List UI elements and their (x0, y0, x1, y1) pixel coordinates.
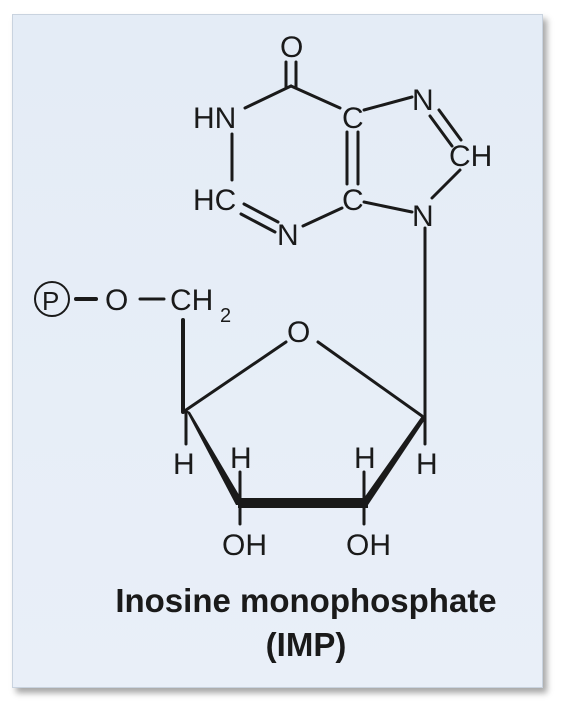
atom-ch8: CH (449, 140, 492, 173)
atom-hn: HN (193, 102, 236, 135)
atom-phosphate: P (42, 286, 59, 316)
c8-n9-bond (430, 168, 462, 200)
atom-c5: C (342, 102, 364, 135)
ribose-ring (184, 340, 427, 526)
c6-c5-bond (289, 84, 342, 110)
c2-n3-bond-2 (239, 212, 277, 234)
c1prime-c2prime-wedge (359, 416, 426, 505)
atom-labels: O HN C N CH HC N C N P O CH 2 O H H H H … (42, 31, 492, 562)
atom-n3: N (277, 219, 299, 252)
atom-o-ring: O (287, 316, 310, 349)
c4prime-o-bond (184, 340, 288, 412)
atom-ch2: CH (170, 284, 213, 317)
c5-n7-bond (362, 95, 414, 112)
atom-oh-c2prime: OH (346, 529, 391, 562)
n7-c8-bond-2 (437, 108, 463, 142)
atom-oh-c3prime: OH (222, 529, 267, 562)
phosphate-circle (34, 281, 70, 317)
atom-hc2: HC (193, 184, 236, 217)
caption-title: Inosine monophosphate (115, 582, 496, 619)
c4prime-c3prime-wedge (186, 410, 245, 505)
n7-c8-bond-1 (428, 114, 454, 148)
atom-h-c1prime: H (416, 448, 438, 481)
caption-abbreviation: (IMP) (266, 626, 347, 663)
o-c1prime-bond (316, 340, 424, 418)
atom-o-ester: O (105, 284, 128, 317)
c4-n9-bond (362, 200, 414, 214)
c2-n3-bond-1 (242, 202, 280, 224)
atom-h-c4prime: H (173, 448, 195, 481)
caption: Inosine monophosphate (IMP) (115, 582, 496, 663)
atom-c4: C (342, 184, 364, 217)
diagram-panel (12, 14, 543, 688)
atom-n9: N (412, 200, 434, 233)
c6-n1-bond (243, 84, 293, 110)
purine-bonds (230, 60, 463, 422)
atom-ch2-subscript: 2 (220, 305, 231, 327)
n3-c4-bond (301, 206, 344, 228)
atom-h-c3prime: H (230, 442, 252, 475)
phosphate-linkage (34, 281, 185, 414)
atom-n7: N (412, 84, 434, 117)
atom-h-c2prime: H (354, 442, 376, 475)
atom-o-carbonyl: O (280, 31, 303, 64)
